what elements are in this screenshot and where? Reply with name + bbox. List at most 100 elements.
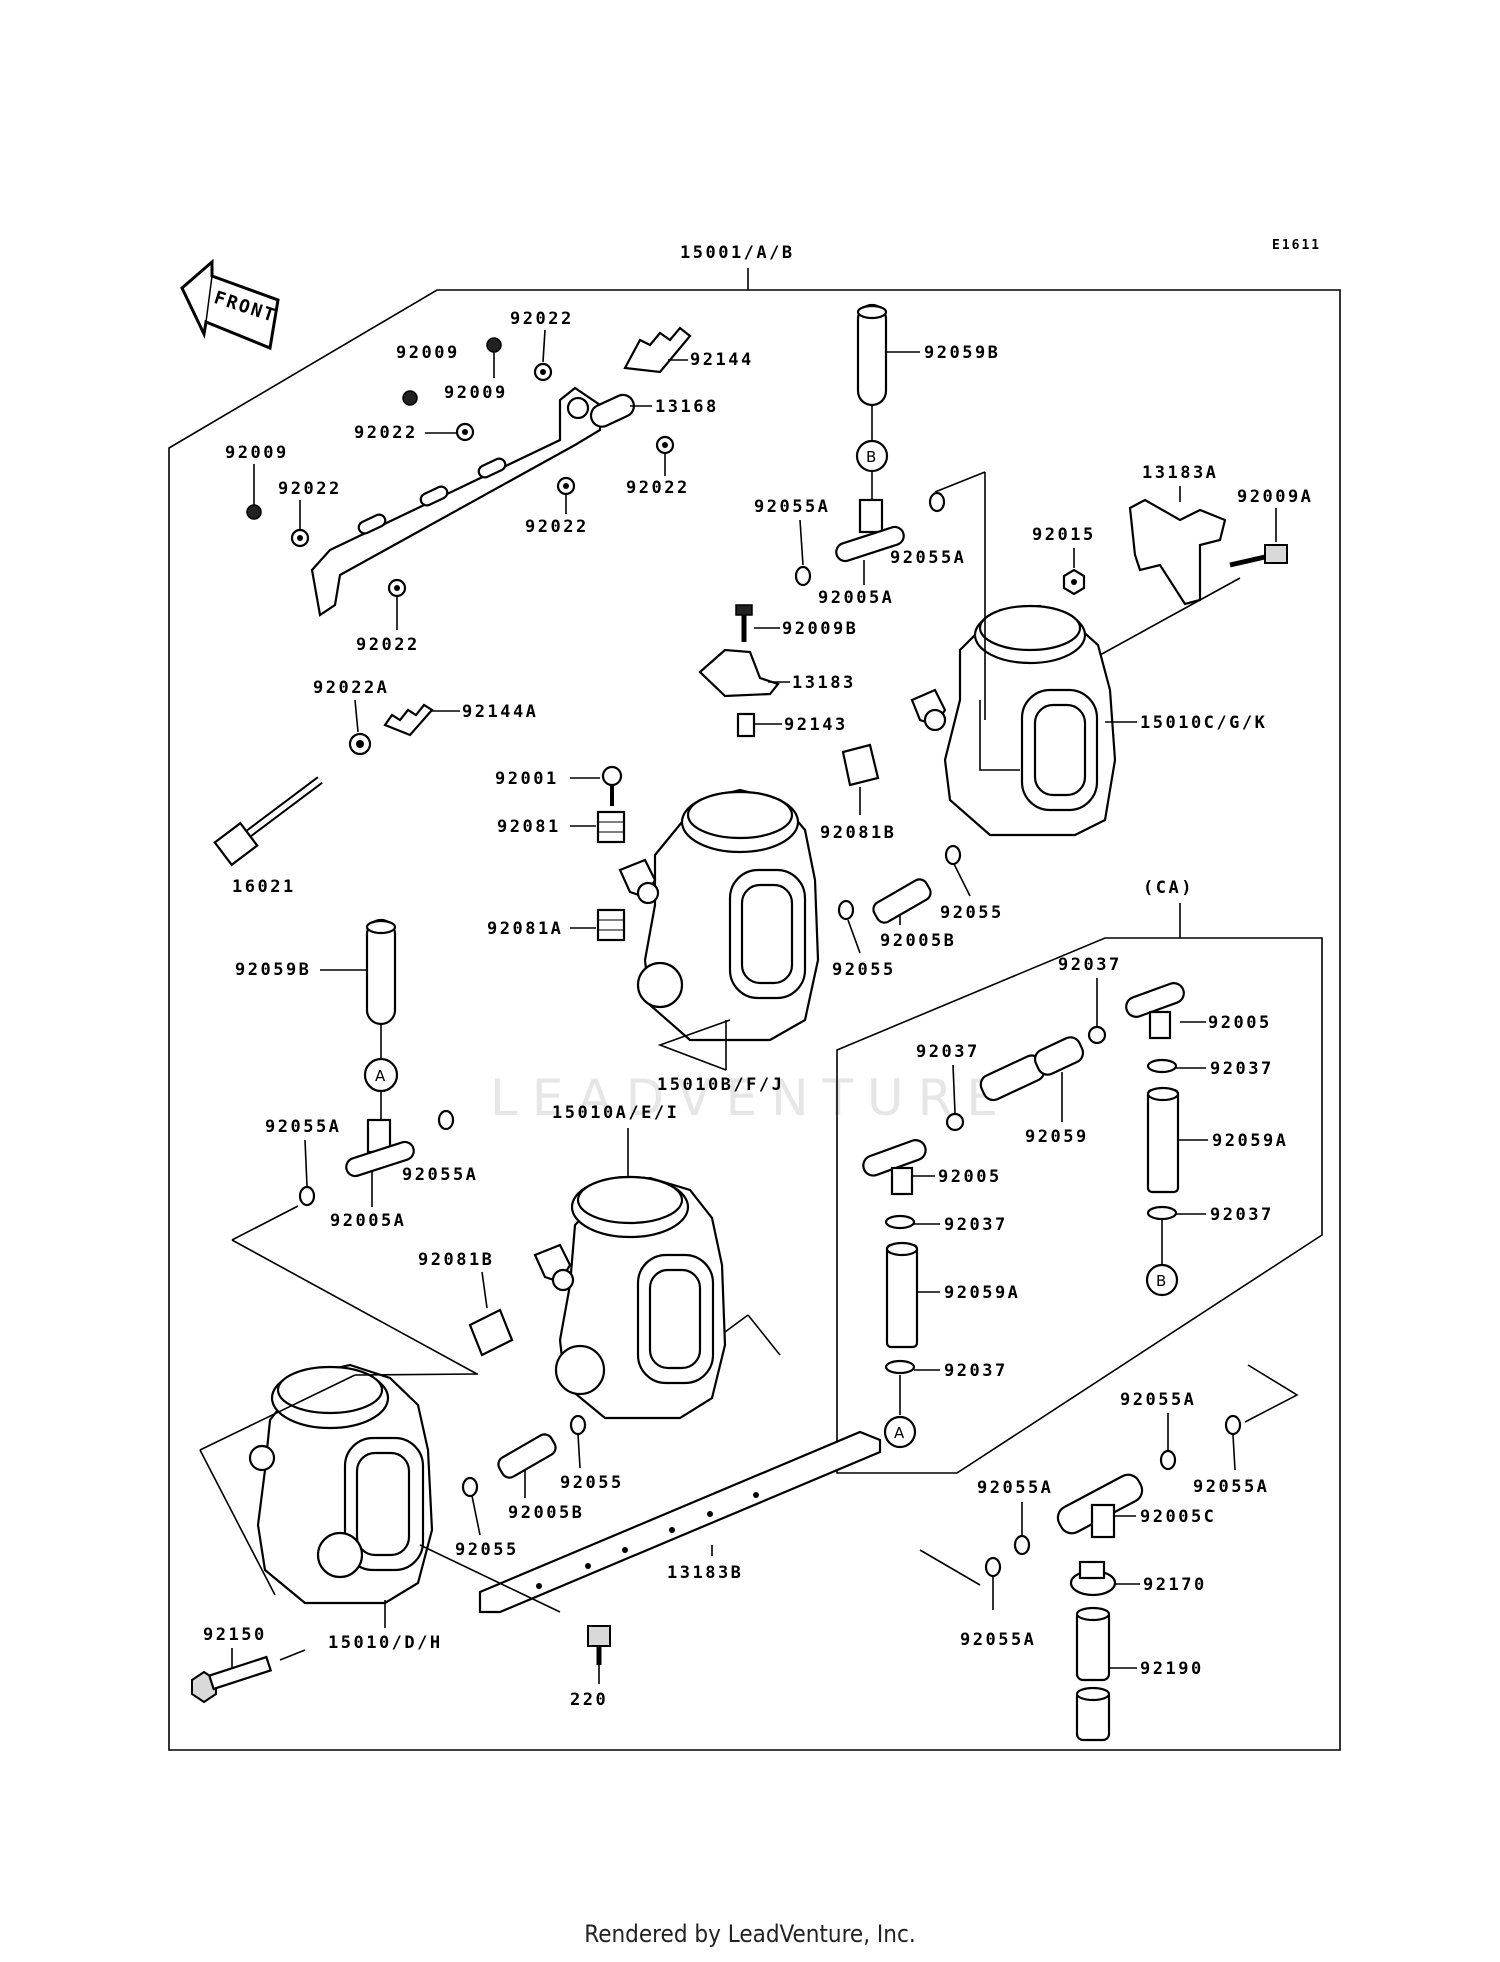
- screw-92001: [601, 765, 623, 806]
- marker-a-left: A: [363, 1057, 399, 1093]
- svg-text:B: B: [1156, 1272, 1166, 1290]
- washer-92022-c: [655, 435, 675, 455]
- carburetor-15010bfj: [618, 788, 820, 1042]
- clamp-92037-1: [1087, 1025, 1107, 1045]
- callout-92055a-2: 92055A: [890, 548, 966, 568]
- callout-92055a-6: 92055A: [1193, 1477, 1269, 1497]
- screw-220: [587, 1625, 611, 1665]
- oring-92055a-3: [298, 1185, 316, 1207]
- plug-92143: [736, 712, 756, 738]
- callout-15010dh: 15010/D/H: [328, 1633, 443, 1653]
- diagram-code: E1611: [1272, 238, 1321, 253]
- callout-92055-2: 92055: [832, 960, 896, 980]
- hose-92059-ca: [979, 1036, 1085, 1102]
- oring-92055-4: [461, 1476, 479, 1498]
- callout-92059: 92059: [1025, 1127, 1089, 1147]
- callout-92022-b: 92022: [354, 423, 418, 443]
- clamp-92037-3: [1146, 1205, 1178, 1221]
- callout-92005-2: 92005: [938, 1167, 1002, 1187]
- oring-92055a-6: [1224, 1414, 1242, 1436]
- watermark: LEADVENTURE: [490, 1069, 1012, 1127]
- spring-92081b-top: [841, 743, 880, 787]
- callout-92059b-left: 92059B: [235, 960, 311, 980]
- callout-92005c: 92005C: [1140, 1507, 1216, 1527]
- callout-15010aei: 15010A/E/I: [552, 1103, 679, 1123]
- spring-92081b-left: [468, 1308, 514, 1357]
- callout-92037-3: 92037: [1210, 1205, 1274, 1225]
- marker-b-top: B: [855, 439, 889, 473]
- rod-13183b: [478, 1430, 882, 1614]
- callout-92015: 92015: [1032, 525, 1096, 545]
- callout-92037-2: 92037: [1210, 1059, 1274, 1079]
- pipe-92005b-top: [872, 878, 932, 924]
- callout-92081: 92081: [497, 817, 561, 837]
- washer-92022-b: [455, 422, 475, 442]
- spring-92144: [623, 326, 692, 374]
- callout-13183: 13183: [792, 673, 856, 693]
- callout-92144a: 92144A: [462, 702, 538, 722]
- t-fitting-92005a-left: [345, 1118, 415, 1178]
- callout-92009b: 92009B: [782, 619, 858, 639]
- bolt-92009a: [1229, 544, 1288, 568]
- spring-92081a: [596, 908, 626, 942]
- bolt-92150: [191, 1655, 273, 1704]
- spring-92081: [596, 810, 626, 844]
- callout-92081a: 92081A: [487, 919, 563, 939]
- callout-92055a-5: 92055A: [1120, 1390, 1196, 1410]
- carburetor-15010aei: [533, 1175, 727, 1420]
- callout-92059b-top: 92059B: [924, 343, 1000, 363]
- svg-text:A: A: [375, 1067, 386, 1085]
- callout-ca: (CA): [1143, 878, 1194, 898]
- callout-92009-a: 92009: [396, 343, 460, 363]
- oring-92055a-1: [794, 565, 812, 587]
- callout-92001: 92001: [495, 769, 559, 789]
- oring-92055-1: [944, 844, 962, 866]
- callout-92037-5: 92037: [944, 1215, 1008, 1235]
- callout-92022-top: 92022: [510, 309, 574, 329]
- spring-92144a: [383, 703, 434, 737]
- callout-92055a-4: 92055A: [402, 1165, 478, 1185]
- callout-92022-e: 92022: [525, 517, 589, 537]
- hose-92190: [1075, 1606, 1111, 1742]
- callout-92081b-2: 92081B: [418, 1250, 494, 1270]
- callout-15010cgk: 15010C/G/K: [1140, 713, 1267, 733]
- callout-92055-3: 92055: [560, 1473, 624, 1493]
- washer-92022-e: [556, 476, 576, 496]
- bracket-link: [589, 393, 635, 428]
- callout-92009a: 92009A: [1237, 487, 1313, 507]
- washer-92022-top: [533, 362, 553, 382]
- front-arrow-icon: FRONT: [180, 258, 280, 351]
- hose-92059a-ca-right: [1146, 1086, 1180, 1194]
- oring-92055a-7: [1013, 1534, 1031, 1556]
- marker-b-ca: B: [1145, 1263, 1179, 1297]
- t-fitting-92005c: [1056, 1473, 1144, 1539]
- clamp-92037-4: [945, 1112, 965, 1132]
- callout-92055a-8: 92055A: [960, 1630, 1036, 1650]
- callout-15010bfj: 15010B/F/J: [657, 1075, 784, 1095]
- oring-92055-2: [837, 899, 855, 921]
- callout-13168: 13168: [655, 397, 719, 417]
- callout-15001: 15001/A/B: [680, 243, 795, 263]
- washer-92022-f: [387, 578, 407, 598]
- clamp-92170: [1069, 1560, 1117, 1597]
- callout-92144: 92144: [690, 350, 754, 370]
- hose-92059a-ca-left: [885, 1241, 919, 1349]
- screw-92009-a: [402, 390, 418, 406]
- nut-92015: [1062, 568, 1086, 596]
- oring-92055a-5: [1159, 1449, 1177, 1471]
- callout-220: 220: [570, 1690, 608, 1710]
- oring-92055a-4: [437, 1109, 455, 1131]
- callout-92009-c: 92009: [225, 443, 289, 463]
- throttle-cable-16021: [213, 776, 323, 867]
- callout-92005-1: 92005: [1208, 1013, 1272, 1033]
- clamp-92037-2: [1146, 1058, 1178, 1074]
- screw-92009-b: [486, 337, 502, 353]
- callout-92055a-1: 92055A: [754, 497, 830, 517]
- carburetor-15010cgk: [910, 604, 1117, 837]
- footer-credit: Rendered by LeadVenture, Inc.: [584, 1920, 916, 1948]
- assembly-frame: [168, 289, 1341, 1751]
- screw-92009b: [735, 604, 753, 642]
- callout-92055-4: 92055: [455, 1540, 519, 1560]
- callout-92059a-1: 92059A: [1212, 1131, 1288, 1151]
